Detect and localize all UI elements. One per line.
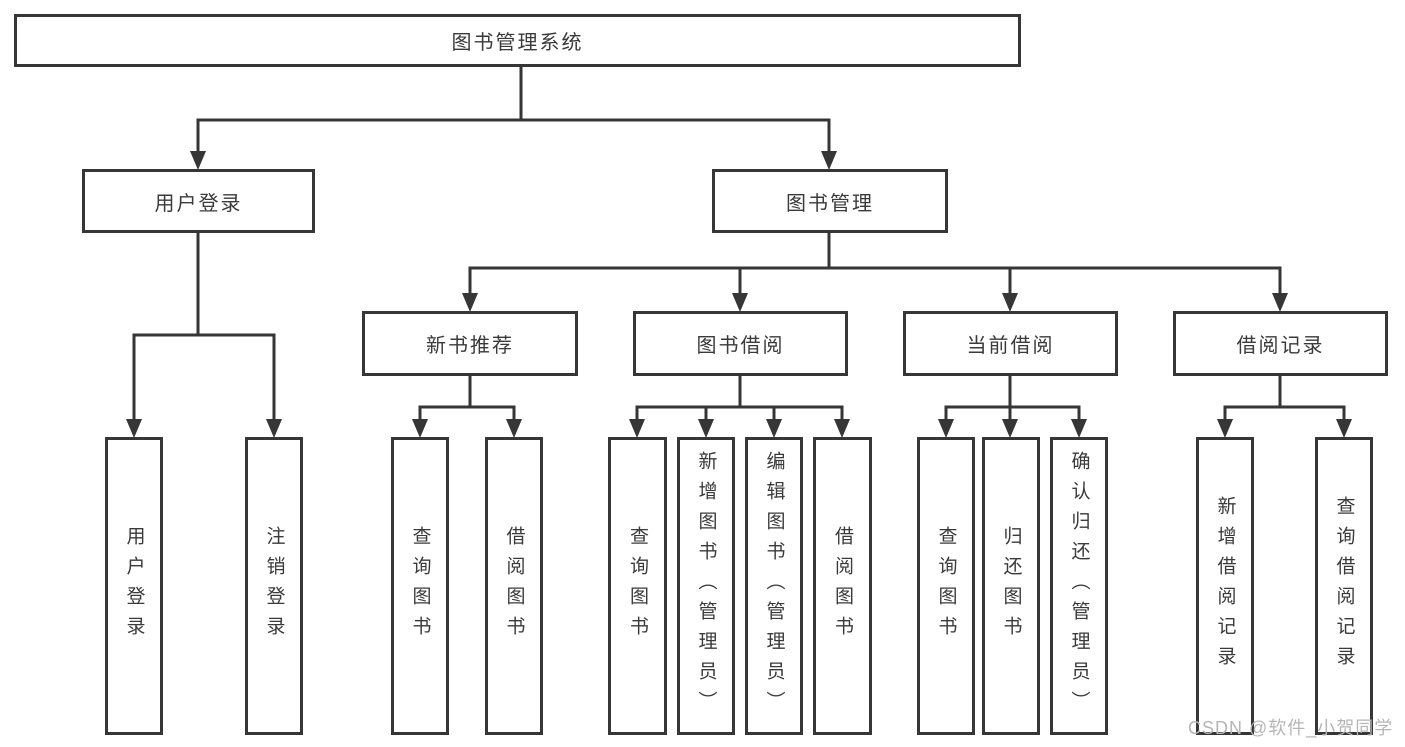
leaf-return-book: 归还图书 — [982, 437, 1040, 735]
node-label: 图书借阅 — [696, 335, 785, 357]
leaf-borrow-books-recommend: 借阅图书 — [485, 437, 543, 735]
leaf-label: 注销登录 — [263, 526, 285, 646]
leaf-logout: 注销登录 — [245, 437, 303, 735]
csdn-watermark: CSDN @软件_小贺同学 — [1188, 718, 1394, 738]
leaf-query-books-borrowing: 查询图书 — [608, 437, 667, 735]
leaf-query-books-current: 查询图书 — [917, 437, 975, 735]
node-book-management: 图书管理 — [712, 169, 948, 233]
leaf-edit-book-admin: 编辑图书（管理员） — [745, 437, 803, 735]
arrowhead-icons — [126, 151, 1352, 438]
node-label: 用户登录 — [154, 192, 243, 215]
leaf-label: 查询图书 — [935, 526, 957, 646]
node-new-book-recommend: 新书推荐 — [362, 311, 578, 376]
leaf-query-books-recommend: 查询图书 — [391, 437, 449, 735]
leaf-label: 查询借阅记录 — [1333, 496, 1355, 676]
leaf-label: 确认归还（管理员） — [1068, 451, 1090, 721]
leaf-label: 编辑图书（管理员） — [763, 451, 785, 721]
leaf-borrow-books-borrowing: 借阅图书 — [813, 437, 872, 735]
node-library-management-system: 图书管理系统 — [14, 14, 1021, 67]
node-label: 当前借阅 — [966, 335, 1055, 357]
leaf-label: 查询图书 — [627, 526, 648, 646]
leaf-label: 新增图书（管理员） — [695, 451, 717, 721]
leaf-label: 归还图书 — [1000, 526, 1022, 646]
leaf-label: 借阅图书 — [832, 526, 853, 646]
leaf-label: 新增借阅记录 — [1214, 496, 1236, 676]
node-label: 新书推荐 — [426, 335, 514, 357]
leaf-add-book-admin: 新增图书（管理员） — [677, 437, 735, 735]
leaf-user-login: 用户登录 — [105, 437, 163, 735]
leaf-label: 查询图书 — [409, 526, 431, 646]
node-current-borrowing: 当前借阅 — [903, 311, 1118, 376]
leaf-add-borrow-record: 新增借阅记录 — [1196, 437, 1254, 735]
node-label: 图书管理 — [786, 192, 874, 215]
node-book-borrowing: 图书借阅 — [633, 311, 848, 376]
leaf-confirm-return-admin: 确认归还（管理员） — [1050, 437, 1108, 735]
node-label: 借阅记录 — [1236, 335, 1325, 357]
node-label: 图书管理系统 — [451, 32, 584, 54]
leaf-query-borrow-record: 查询借阅记录 — [1315, 437, 1373, 735]
leaf-label: 借阅图书 — [503, 526, 525, 646]
node-user-login: 用户登录 — [82, 169, 315, 233]
leaf-label: 用户登录 — [123, 526, 145, 646]
node-borrowing-records: 借阅记录 — [1173, 311, 1388, 376]
